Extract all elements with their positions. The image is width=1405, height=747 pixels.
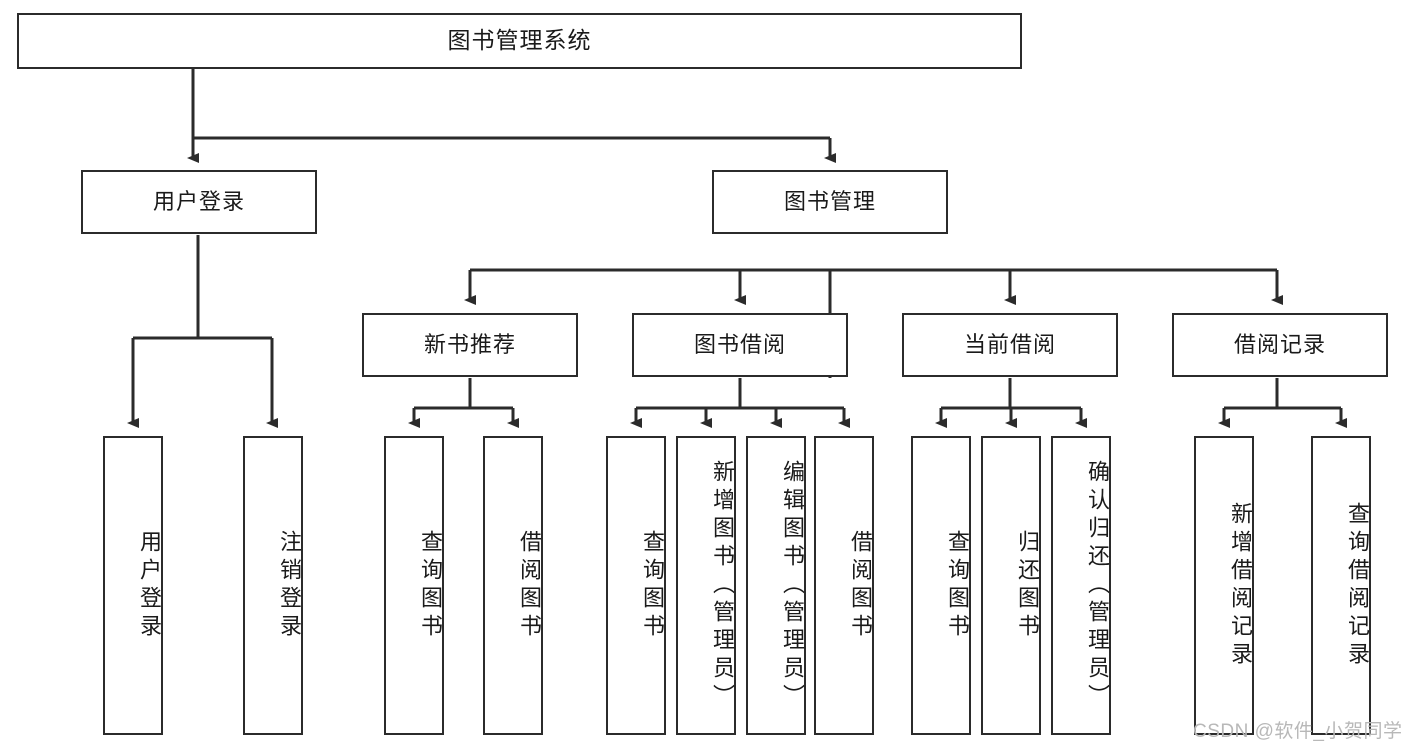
node-leaf-edit-book[interactable]: 编辑图书（管理员） [746,436,806,735]
node-current-borrow[interactable]: 当前借阅 [902,313,1118,377]
node-leaf-query-book-3[interactable]: 查询图书 [911,436,971,735]
node-label: 新增图书（管理员） [710,459,735,712]
node-label: 图书管理系统 [447,27,592,54]
node-label: 借阅记录 [1233,331,1326,357]
node-leaf-add-record[interactable]: 新增借阅记录 [1194,436,1254,735]
node-leaf-logout[interactable]: 注销登录 [243,436,303,735]
watermark: CSDN @软件_小贺同学 [1193,721,1403,742]
node-label: 查询图书 [945,529,970,642]
node-label: 借阅图书 [517,529,542,642]
node-leaf-borrow-book-1[interactable]: 借阅图书 [483,436,543,735]
node-leaf-query-book-2[interactable]: 查询图书 [606,436,666,735]
node-label: 新书推荐 [423,331,516,357]
node-label: 当前借阅 [963,331,1056,357]
node-label: 查询图书 [640,529,665,642]
node-new-book-recommend[interactable]: 新书推荐 [362,313,578,377]
node-label: 编辑图书（管理员） [780,459,805,712]
node-label: 用户登录 [152,188,245,214]
node-label: 用户登录 [137,529,162,642]
node-leaf-borrow-book-2[interactable]: 借阅图书 [814,436,874,735]
node-borrow-record[interactable]: 借阅记录 [1172,313,1388,377]
node-label: 确认归还（管理员） [1085,459,1110,712]
node-label: 图书管理 [783,188,876,214]
node-leaf-user-login[interactable]: 用户登录 [103,436,163,735]
node-book-manage[interactable]: 图书管理 [712,170,948,234]
node-leaf-query-record[interactable]: 查询借阅记录 [1311,436,1371,735]
node-user-login[interactable]: 用户登录 [81,170,317,234]
node-root-book-management-system[interactable]: 图书管理系统 [17,13,1022,69]
node-label: 查询图书 [418,529,443,642]
node-label: 图书借阅 [693,331,786,357]
node-book-borrow[interactable]: 图书借阅 [632,313,848,377]
node-leaf-add-book[interactable]: 新增图书（管理员） [676,436,736,735]
node-leaf-query-book-1[interactable]: 查询图书 [384,436,444,735]
node-leaf-return-book[interactable]: 归还图书 [981,436,1041,735]
node-label: 归还图书 [1015,529,1040,642]
node-leaf-confirm-return[interactable]: 确认归还（管理员） [1051,436,1111,735]
node-label: 注销登录 [277,529,302,642]
node-label: 借阅图书 [848,529,873,642]
node-label: 查询借阅记录 [1345,501,1370,670]
node-label: 新增借阅记录 [1228,501,1253,670]
